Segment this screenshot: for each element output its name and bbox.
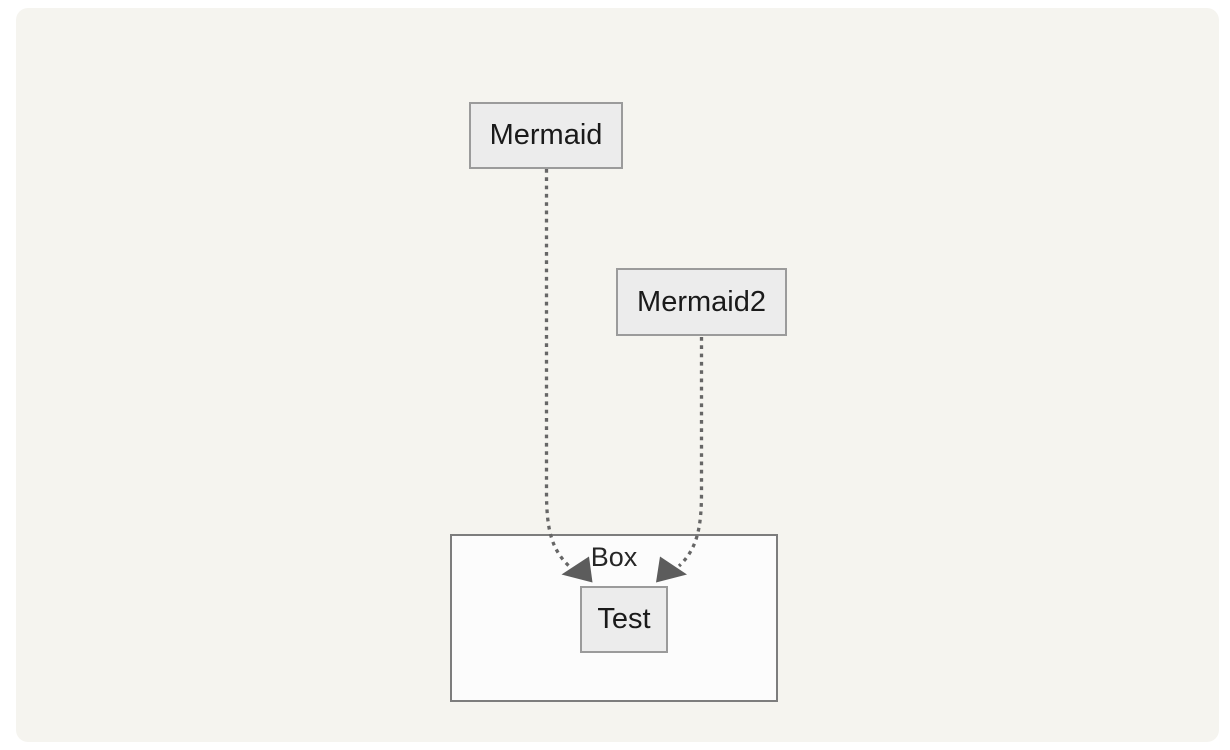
- node-test-label: Test: [597, 603, 651, 635]
- node-mermaid2-label: Mermaid2: [637, 285, 766, 318]
- node-mermaid2: Mermaid2: [616, 268, 787, 336]
- node-mermaid-label: Mermaid: [489, 119, 603, 151]
- node-test: Test: [580, 586, 668, 653]
- node-mermaid: Mermaid: [469, 102, 623, 169]
- cluster-box-label: Box: [590, 542, 638, 572]
